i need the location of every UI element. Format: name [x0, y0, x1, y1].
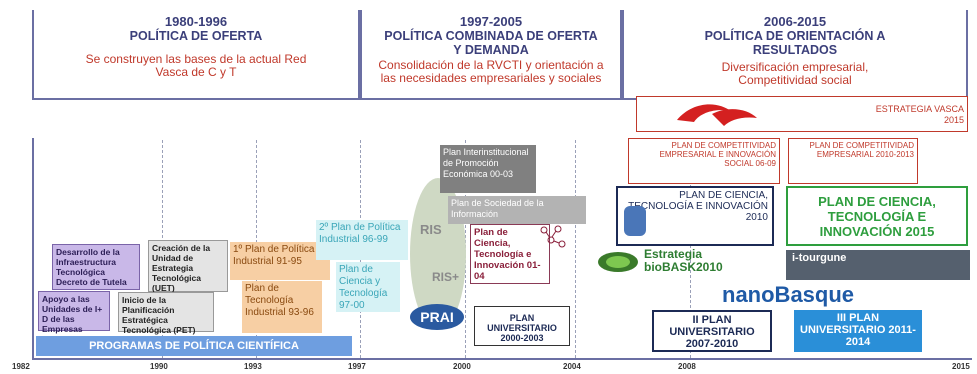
- period-years: 1997-2005: [459, 14, 523, 29]
- timeline-frame: [32, 138, 972, 360]
- period-header-2: 1997-2005 POLÍTICA COMBINADA DE OFERTA Y…: [360, 10, 622, 100]
- period-desc: Se construyen las bases de la actual Red…: [85, 52, 307, 79]
- period-header-3: 2006-2015 POLÍTICA DE ORIENTACIÓN A RESU…: [622, 10, 968, 100]
- period-title: POLÍTICA DE OFERTA: [129, 29, 263, 43]
- box-desarrollo: Desarrollo de la Infraestructura Tecnoló…: [52, 244, 140, 290]
- axis-tick: 1990: [150, 362, 168, 371]
- scientist-icon: [624, 206, 646, 236]
- box-plan-univ1: PLAN UNIVERSITARIO 2000-2003: [474, 306, 570, 346]
- box-plan-cti2015: PLAN DE CIENCIA, TECNOLOGÍA E INNOVACIÓN…: [786, 186, 968, 246]
- box-plan-inter: Plan Interinstitucional de Promoción Eco…: [440, 145, 536, 193]
- axis-tick: 1993: [244, 362, 262, 371]
- box-plan-comp1: PLAN DE COMPETITIVIDAD EMPRESARIAL E INN…: [628, 138, 780, 184]
- period-title: POLÍTICA COMBINADA DE OFERTA Y DEMANDA: [384, 29, 598, 57]
- box-creacion: Creación de la Unidad de Estrategia Tecn…: [148, 240, 228, 293]
- biobask-leaf-icon: [598, 252, 638, 272]
- box-plan-pol-ind: 1º Plan de Política Industrial 91-95: [230, 242, 330, 280]
- year-gridline: [575, 140, 576, 358]
- box-plan-comp2: PLAN DE COMPETITIVIDAD EMPRESARIAL 2010-…: [788, 138, 918, 184]
- box-plan-tec-ind: Plan de Tecnología Industrial 93-96: [242, 281, 322, 333]
- box-apoyo: Apoyo a las Unidades de I+ D de las Empr…: [38, 291, 110, 334]
- period-title: POLÍTICA DE ORIENTACIÓN A RESULTADOS: [704, 29, 886, 57]
- molecule-icon: [540, 225, 566, 248]
- box-plan-soc-inf: Plan de Sociedad de la Información: [448, 196, 586, 224]
- box-plan2-pol: 2º Plan de Política Industrial 96-99: [316, 220, 408, 260]
- axis-tick: 2000: [453, 362, 471, 371]
- prai-ellipse: PRAI: [410, 304, 464, 330]
- axis-tick: 1982: [12, 362, 30, 371]
- box-plan-cyt: Plan de Ciencia y Tecnología 97-00: [336, 262, 400, 312]
- box-plan-univ2: II PLAN UNIVERSITARIO 2007-2010: [652, 310, 772, 352]
- biobask-label: Estrategia bioBASK2010: [644, 247, 723, 274]
- box-plan-univ3: III PLAN UNIVERSITARIO 2011-2014: [794, 310, 922, 352]
- itourgune-banner: i-tourgune: [786, 250, 970, 280]
- axis-tick: 1997: [348, 362, 366, 371]
- axis-tick: 2008: [678, 362, 696, 371]
- period-years: 2006-2015: [763, 14, 827, 29]
- ris-label: RIS: [420, 222, 442, 237]
- year-gridline: [690, 140, 691, 358]
- axis-tick: 2004: [563, 362, 581, 371]
- estrategia-logo-icon: [677, 104, 757, 126]
- axis-tick: 2015: [952, 362, 970, 371]
- period-desc: Consolidación de la RVCTI y orientación …: [378, 58, 604, 85]
- box-inicio: Inicio de la Planificación Estratégica T…: [118, 292, 214, 335]
- period-years: 1980-1996: [164, 14, 228, 29]
- nanobasque-logo: nanoBasque: [722, 282, 855, 307]
- programas-bar: PROGRAMAS DE POLÍTICA CIENTÍFICA: [36, 336, 352, 356]
- period-header-1: 1980-1996 POLÍTICA DE OFERTA Se construy…: [32, 10, 360, 100]
- period-desc: Diversificación empresarial, Competitivi…: [721, 60, 869, 87]
- estrategia-label: ESTRATEGIA VASCA 2015: [875, 104, 964, 125]
- box-plan-cti: Plan de Ciencia, Tecnología e Innovación…: [470, 224, 550, 284]
- ris-plus-label: RIS+: [432, 270, 460, 284]
